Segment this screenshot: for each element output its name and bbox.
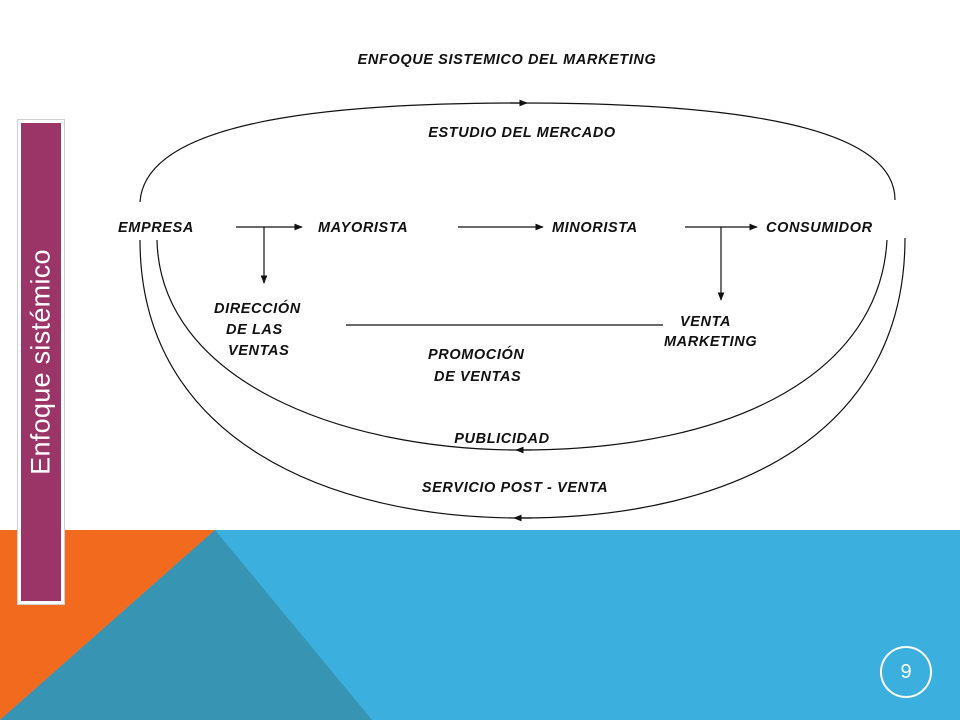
promocion-label: PROMOCIÓN DE VENTAS	[428, 345, 529, 385]
diagram-title: ENFOQUE SISTEMICO DEL MARKETING	[358, 52, 657, 68]
node-empresa: EMPRESA	[118, 220, 194, 236]
venta-line-2: MARKETING	[664, 334, 757, 350]
node-consumidor: CONSUMIDOR	[766, 220, 873, 236]
page-number-badge: 9	[880, 646, 932, 698]
node-mayorista: MAYORISTA	[318, 220, 408, 236]
venta-label: VENTA MARKETING	[664, 314, 757, 350]
publicidad-label: PUBLICIDAD	[454, 431, 549, 447]
direccion-line-3: VENTAS	[228, 343, 289, 359]
promocion-line-1: PROMOCIÓN	[428, 345, 524, 363]
direccion-line-1: DIRECCIÓN	[214, 299, 301, 317]
side-title-bar: Enfoque sistémico	[18, 120, 64, 604]
promocion-line-2: DE VENTAS	[434, 369, 521, 385]
servicio-label: SERVICIO POST - VENTA	[422, 480, 608, 496]
direccion-label: DIRECCIÓN DE LAS VENTAS	[214, 299, 305, 359]
bottom-decoration	[0, 530, 960, 720]
top-arc-line	[139, 102, 896, 203]
outer-bowl-line	[139, 237, 906, 519]
direccion-line-2: DE LAS	[226, 322, 283, 338]
estudio-label: ESTUDIO DEL MERCADO	[428, 125, 616, 141]
side-title-text: Enfoque sistémico	[25, 249, 56, 475]
teal-triangle	[0, 530, 372, 720]
node-minorista: MINORISTA	[552, 220, 638, 236]
venta-line-1: VENTA	[680, 314, 731, 330]
marketing-system-diagram: ENFOQUE SISTEMICO DEL MARKETING ESTUDIO …	[118, 52, 906, 522]
